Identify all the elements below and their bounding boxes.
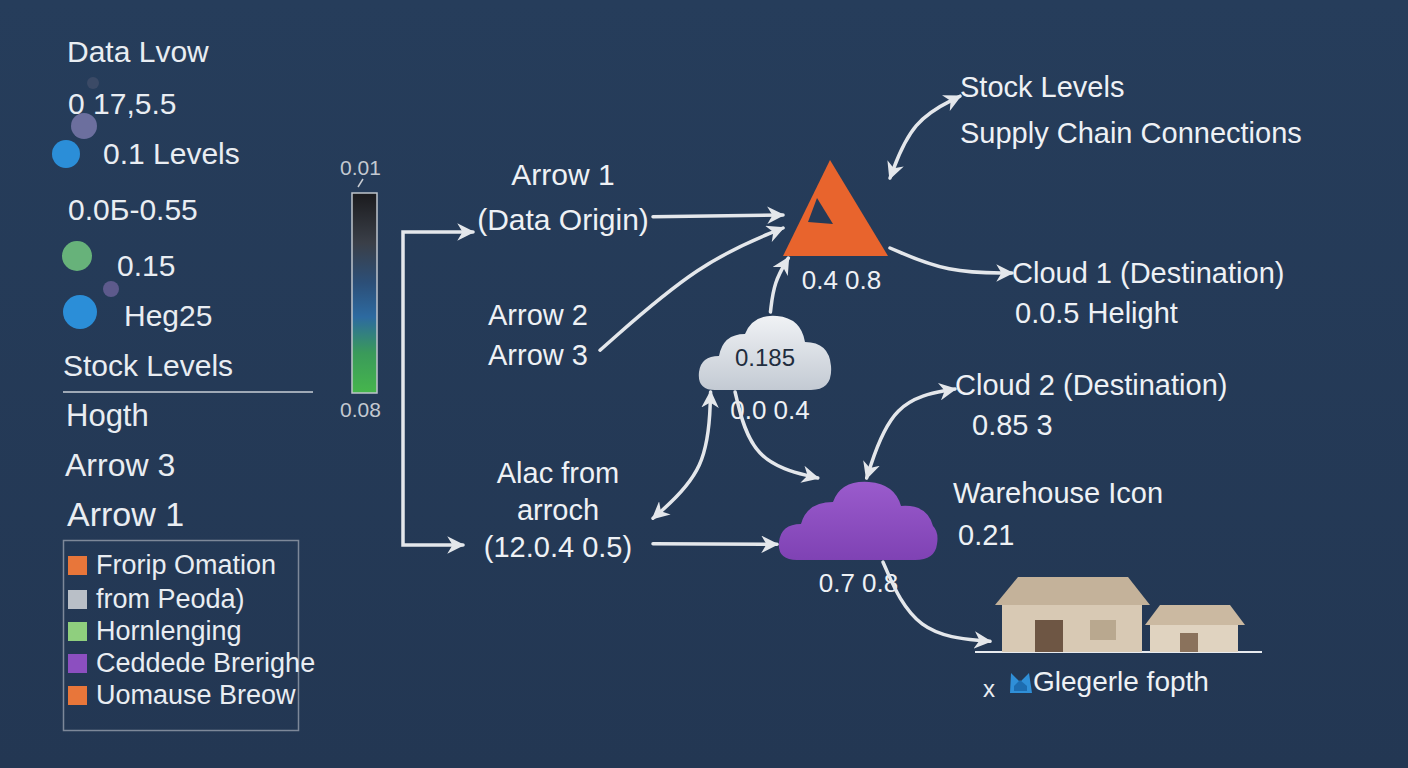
node-text: 0.0.5 Helight xyxy=(1012,293,1178,333)
connector-arrow xyxy=(735,392,818,478)
label-text: 0.1 Levels xyxy=(103,136,240,172)
house-window xyxy=(1090,620,1116,640)
house-door xyxy=(1035,620,1063,652)
blue-dot xyxy=(52,140,80,168)
node-text: Supply Chain Connections xyxy=(960,110,1302,156)
cloud-node: 0.7 0.8 xyxy=(777,478,940,562)
color-bar xyxy=(352,193,377,393)
legend-swatch xyxy=(68,590,87,609)
label-text: 0 17,5.5 xyxy=(68,86,176,122)
connector-arrow xyxy=(890,96,960,178)
triangle-shape xyxy=(783,158,890,258)
connector-arrow xyxy=(600,228,783,350)
blue-icon-detail xyxy=(1014,680,1027,691)
triangle-node: 0.4 0.8 xyxy=(783,158,890,258)
node-text: Alac from arroch xyxy=(463,455,653,529)
legend-item: Uomause Breow xyxy=(68,679,296,711)
node-text: (12.0.4 0.5) xyxy=(463,529,653,566)
connector-arrow xyxy=(653,392,711,518)
cloud-outline xyxy=(779,482,938,560)
connector-arrow xyxy=(890,248,1012,273)
scale-value: 0.08 xyxy=(340,397,381,422)
node-text: 0.185 xyxy=(697,340,833,376)
connector-arrow xyxy=(883,562,990,641)
connector-arrow xyxy=(653,542,777,546)
text-node: Arrow 2Arrow 3 xyxy=(476,295,600,375)
connector-arrow xyxy=(403,232,473,545)
house-door xyxy=(1180,633,1198,652)
legend-item: from Peoda) xyxy=(68,583,245,615)
blue-icon xyxy=(1010,673,1032,693)
label-text: Hogth xyxy=(66,397,149,434)
legend-swatch xyxy=(68,556,87,575)
divider-line xyxy=(63,391,313,393)
text-node: Cloud 1 (Destination)0.0.5 Helight xyxy=(1012,253,1297,333)
cloud-shape xyxy=(777,478,940,562)
label-text: 0.0Б-0.55 xyxy=(68,192,198,228)
purple-dot xyxy=(103,281,119,297)
node-text: Stock Levels xyxy=(960,64,1124,110)
scale-value: 0.01 xyxy=(340,155,381,180)
text-node: Alac from arroch(12.0.4 0.5) xyxy=(463,455,653,566)
legend-text: Hornlenging xyxy=(96,615,242,647)
node-text: Warehouse Icon xyxy=(953,472,1163,514)
legend-frame xyxy=(64,541,299,731)
house-wall xyxy=(1002,605,1142,652)
warehouse-node: Glegerle fopth xyxy=(990,575,1250,653)
node-text: 0.4 0.8 xyxy=(788,262,895,298)
legend-text: Uomause Breow xyxy=(96,679,296,711)
node-text: 0.0 0.4 xyxy=(702,392,838,428)
cloud-node: 0.1850.0 0.4 xyxy=(697,312,833,392)
house-wall xyxy=(1150,625,1238,652)
legend-item: Hornlenging xyxy=(68,615,242,647)
legend-item: Ceddede Brerighe xyxy=(68,647,315,679)
legend-text: from Peoda) xyxy=(96,583,245,615)
legend-text: Frorip Omation xyxy=(96,549,276,581)
label-text: Arrow 3 xyxy=(65,446,175,484)
node-text: Arrow 1 xyxy=(511,152,614,197)
legend-text: Ceddede Brerighe xyxy=(96,647,315,679)
text-node: Warehouse Icon0.21 xyxy=(953,472,1168,556)
triangle-outline xyxy=(783,160,888,256)
node-text: Arrow 3 xyxy=(488,335,588,375)
node-text: (Data Origin) xyxy=(477,197,649,242)
text-node: Cloud 2 (Destination)0.85 3 xyxy=(955,365,1230,445)
connector-arrow xyxy=(770,258,788,312)
node-text: Cloud 1 (Destination) xyxy=(1012,253,1284,293)
legend-item: Frorip Omation xyxy=(68,549,276,581)
node-text: Glegerle fopth xyxy=(1033,664,1209,700)
connector-arrow xyxy=(867,389,955,478)
blue-dot xyxy=(63,295,97,329)
house-roof xyxy=(1145,605,1245,625)
label-text: Stock Levels xyxy=(63,348,233,384)
node-text: 0.21 xyxy=(953,514,1014,556)
node-text: Cloud 2 (Destination) xyxy=(955,365,1227,405)
label-text: Data Lvow xyxy=(67,34,209,70)
node-text: Arrow 2 xyxy=(488,295,588,335)
label-text: Arrow 1 xyxy=(67,494,184,535)
warehouse-shape xyxy=(990,575,1250,653)
text-node: Arrow 1(Data Origin) xyxy=(473,152,653,242)
node-text: 0.85 3 xyxy=(955,405,1053,445)
green-dot xyxy=(62,241,92,271)
tick-mark xyxy=(358,179,363,187)
label-text: Heg25 xyxy=(124,298,212,334)
connector-arrow xyxy=(653,215,783,217)
label-text: x xyxy=(983,675,995,704)
house-roof xyxy=(995,577,1150,605)
legend-swatch xyxy=(68,654,87,673)
text-node: Stock LevelsSupply Chain Connections xyxy=(960,64,1305,156)
triangle-notch xyxy=(808,198,833,224)
label-text: 0.15 xyxy=(117,248,175,284)
legend-swatch xyxy=(68,622,87,641)
legend-swatch xyxy=(68,686,87,705)
node-text: 0.7 0.8 xyxy=(777,565,940,601)
